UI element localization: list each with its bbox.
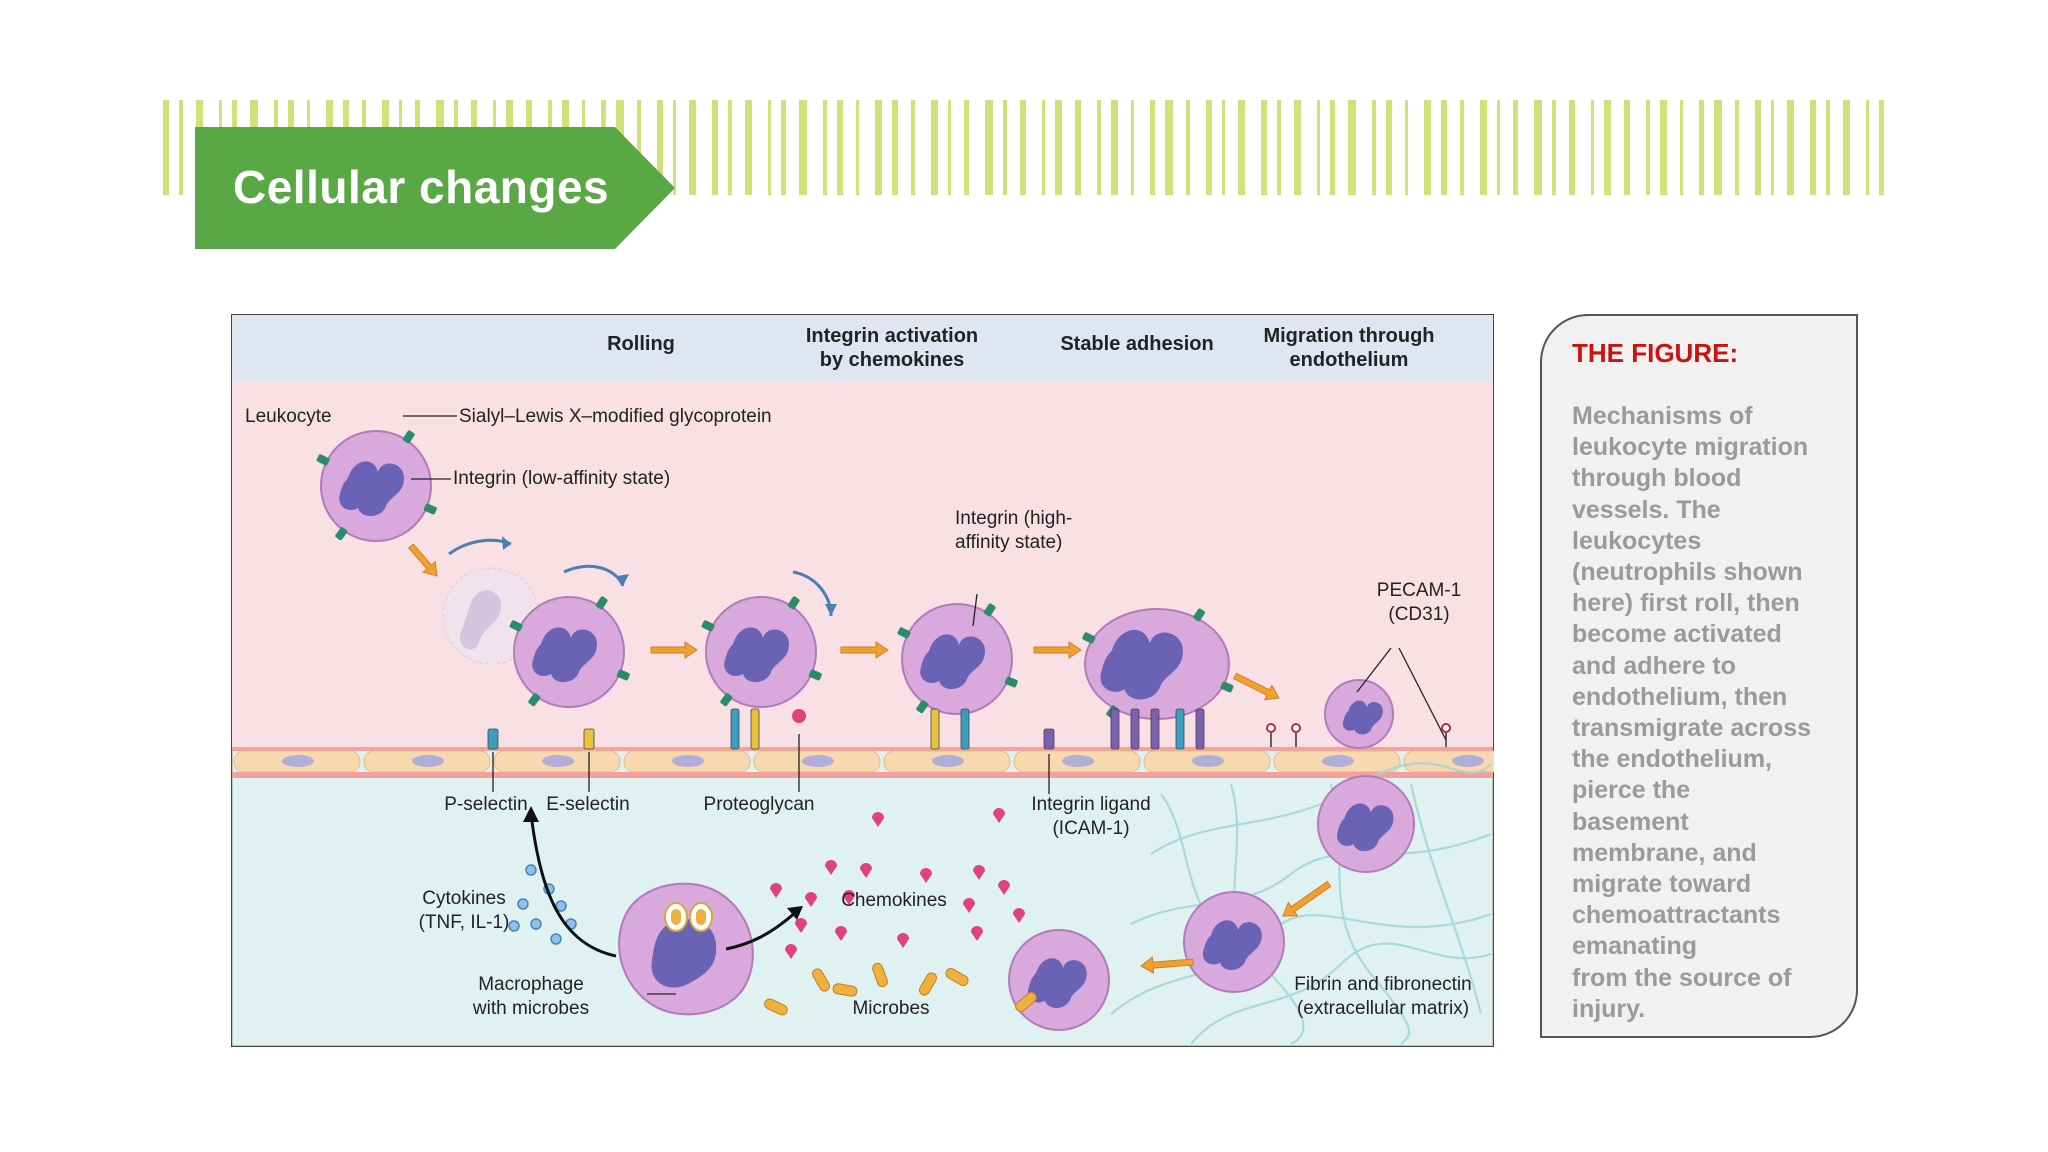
leukocyte-cell xyxy=(1183,891,1285,993)
slide-title: Cellular changes xyxy=(233,161,610,213)
leukocyte-cell xyxy=(897,603,1018,715)
label-cytokines: Cytokines(TNF, IL-1) xyxy=(419,888,510,933)
leukocyte-cell xyxy=(701,596,822,708)
caption-heading: THE FIGURE: xyxy=(1572,338,1739,368)
leukocyte-cell xyxy=(316,430,437,542)
label-pecam: PECAM-1(CD31) xyxy=(1377,580,1461,625)
label-integrin-ligand: Integrin ligand(ICAM-1) xyxy=(1031,794,1150,839)
leukocyte-cell xyxy=(1082,608,1234,720)
label-integrin-low: Integrin (low-affinity state) xyxy=(453,468,670,489)
stage-heading-rolling: Rolling xyxy=(607,333,675,355)
macrophage-secretion-arrows xyxy=(529,813,797,958)
stage-header-band xyxy=(232,315,1493,381)
leukocyte-cell xyxy=(1324,679,1394,749)
label-chemokines: Chemokines xyxy=(841,890,947,911)
label-leukocyte: Leukocyte xyxy=(245,406,332,427)
lumen-region xyxy=(232,315,1493,747)
macrophage-cell xyxy=(618,882,754,1016)
label-fibrin: Fibrin and fibronectin(extracellular mat… xyxy=(1294,974,1471,1019)
figure-caption-box: THE FIGURE: Mechanisms of leukocyte migr… xyxy=(1540,314,1858,1038)
stage-heading-stable-adhesion: Stable adhesion xyxy=(1060,333,1213,355)
label-e-selectin: E-selectin xyxy=(546,794,629,815)
caption-body: Mechanisms of leukocyte migration throug… xyxy=(1572,402,1812,1023)
label-p-selectin: P-selectin xyxy=(444,794,527,815)
title-banner xyxy=(195,127,675,249)
leukocyte-cell xyxy=(1317,775,1415,873)
label-integrin-high: Integrin (high-affinity state) xyxy=(955,508,1072,553)
label-microbes: Microbes xyxy=(852,998,929,1019)
label-sialyl-lewis: Sialyl–Lewis X–modified glycoprotein xyxy=(459,406,772,427)
leukocyte-cell xyxy=(1008,929,1110,1031)
endothelium-layer xyxy=(232,747,1494,778)
leukocyte-cell xyxy=(509,596,630,708)
label-proteoglycan: Proteoglycan xyxy=(704,794,815,815)
